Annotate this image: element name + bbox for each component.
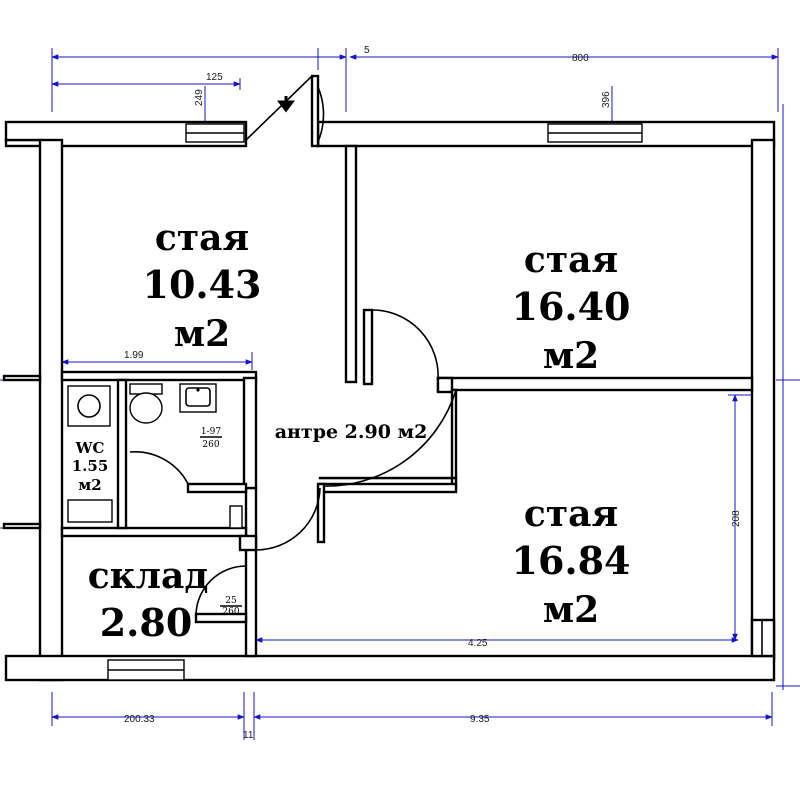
room2-unit: м2	[543, 335, 599, 377]
room3-area: 16.84	[512, 538, 631, 583]
hall-label: антре 2.90 м2	[275, 421, 428, 443]
dim-bottom-200-33: 200.33	[124, 714, 155, 725]
doors	[129, 74, 458, 624]
room3-name: стая	[524, 493, 618, 535]
dim-right-208: 208	[731, 510, 742, 527]
dim-bottom-11: 11	[243, 730, 254, 741]
dimension-labels: 125 5 800 249 396 1.99 4.25 208 200.33 9…	[124, 45, 742, 741]
door-note-storage-top: 25	[225, 596, 237, 606]
entrance-arrow-icon	[277, 96, 295, 113]
windows	[107, 123, 643, 681]
dim-room1-width: 1.99	[124, 350, 144, 361]
dim-top-5: 5	[364, 45, 370, 56]
storage-area: 2.80	[100, 600, 193, 645]
wc-line3: м2	[78, 476, 101, 494]
dim-top-800: 800	[572, 53, 589, 64]
room1-unit: м2	[174, 313, 230, 355]
room3-unit: м2	[543, 589, 599, 631]
room1-name: стая	[155, 217, 249, 259]
door-note-wc-bottom: 260	[202, 440, 219, 450]
door-note-wc-top: 1-97	[201, 427, 221, 437]
dim-bottom-9-35: 9.35	[470, 714, 490, 725]
washing-machine-icon	[67, 385, 111, 427]
dim-window-396: 396	[601, 91, 612, 108]
storage-door-leaf	[194, 612, 248, 624]
wc-line2: 1.55	[72, 457, 109, 475]
room2-door-leaf	[362, 308, 374, 386]
room2-name: стая	[524, 239, 618, 281]
entrance-door	[245, 75, 313, 141]
room2-area: 16.40	[512, 284, 631, 329]
bathtub-icon	[67, 499, 113, 523]
dimension-lines	[0, 48, 800, 740]
door-note-storage-bottom: 260	[222, 607, 239, 617]
wc-line1: WC	[75, 439, 105, 457]
dim-top-125: 125	[206, 72, 223, 83]
door-notes: 1-97 260 25 260	[200, 427, 242, 617]
dim-room3-width: 4.25	[468, 638, 488, 649]
storage-name: склад	[88, 555, 209, 597]
room-labels: стая 10.43 м2 стая 16.40 м2 стая 16.84 м…	[72, 217, 631, 645]
fixtures	[67, 96, 295, 529]
room1-area: 10.43	[143, 262, 262, 307]
dim-window-249: 249	[194, 89, 205, 106]
